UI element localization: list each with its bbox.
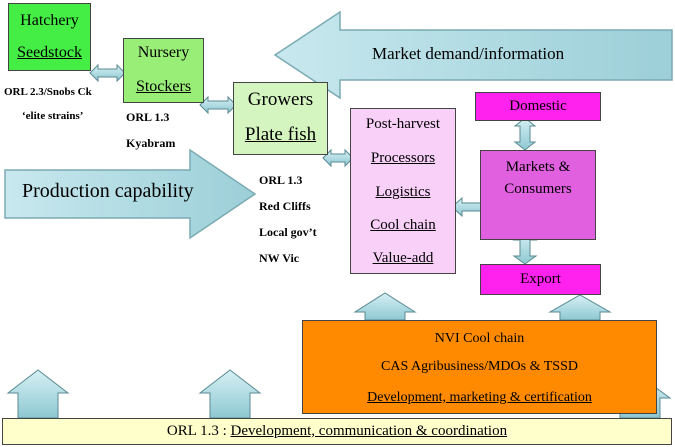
nvi-line1: NVI Cool chain bbox=[434, 331, 525, 346]
markets-line2: Consumers bbox=[504, 181, 572, 197]
growers-plate-fish: Plate fish bbox=[244, 124, 317, 145]
hatchery-nursery-link-icon bbox=[89, 63, 126, 83]
growers-box: Growers Plate fish bbox=[233, 82, 328, 155]
orl-growers-line1: ORL 1.3 bbox=[259, 173, 303, 187]
market-demand-arrow bbox=[273, 10, 673, 100]
domestic-markets-link-icon bbox=[513, 117, 537, 151]
export-box: Export bbox=[480, 264, 601, 295]
production-capability-arrow bbox=[4, 148, 257, 240]
orl-hatchery-line1: ORL 2.3/Snobs Ck bbox=[4, 86, 92, 98]
hatchery-box: Hatchery Seedstock bbox=[8, 3, 91, 71]
footer-text: ORL 1.3 : Development, communication & c… bbox=[3, 423, 671, 440]
footer-prefix: ORL 1.3 : bbox=[166, 423, 231, 439]
market-demand-label: Market demand/information bbox=[372, 44, 565, 63]
nursery-growers-link-icon bbox=[199, 95, 237, 115]
postharvest-box: Post-harvest Processors Logistics Cool c… bbox=[350, 108, 456, 274]
export-label: Export bbox=[520, 271, 561, 287]
nvi-to-postharvest-arrow bbox=[353, 292, 417, 321]
growers-title: Growers bbox=[247, 89, 314, 110]
nursery-title: Nursery bbox=[137, 44, 190, 61]
postharvest-value-add: Value-add bbox=[372, 250, 434, 266]
footer-up-arrow-1 bbox=[6, 369, 70, 419]
footer-up-arrow-2 bbox=[198, 369, 262, 419]
footer-label: Development, communication & coordinatio… bbox=[230, 423, 508, 439]
nvi-to-export-arrow bbox=[548, 294, 612, 321]
domestic-box: Domestic bbox=[475, 92, 601, 121]
nvi-line2: CAS Agribusiness/MDOs & TSSD bbox=[381, 359, 578, 374]
nursery-box: Nursery Stockers bbox=[123, 38, 204, 103]
footer-bar: ORL 1.3 : Development, communication & c… bbox=[2, 418, 672, 445]
hatchery-seedstock: Seedstock bbox=[17, 44, 82, 61]
postharvest-processors: Processors bbox=[370, 150, 436, 166]
domestic-label: Domestic bbox=[509, 98, 567, 114]
orl-nursery-line2: Kyabram bbox=[126, 136, 176, 150]
postharvest-title: Post-harvest bbox=[365, 116, 441, 132]
postharvest-cool-chain: Cool chain bbox=[370, 217, 436, 233]
orl-hatchery-line2: ‘elite strains’ bbox=[22, 110, 84, 122]
postharvest-logistics: Logistics bbox=[375, 184, 431, 200]
markets-consumers-box: Markets & Consumers bbox=[480, 150, 596, 240]
nvi-line3: Development, marketing & certification bbox=[367, 390, 592, 405]
nvi-cool-chain-box: NVI Cool chain CAS Agribusiness/MDOs & T… bbox=[302, 320, 657, 414]
markets-line1: Markets & bbox=[505, 159, 571, 175]
hatchery-title: Hatchery bbox=[20, 12, 79, 29]
orl-nursery-line1: ORL 1.3 bbox=[126, 110, 170, 124]
orl-growers-line4: NW Vic bbox=[259, 251, 300, 265]
nursery-stockers: Stockers bbox=[135, 78, 192, 95]
production-capability-label: Production capability bbox=[22, 180, 194, 202]
orl-growers-line2: Red Cliffs bbox=[259, 199, 311, 213]
orl-growers-line3: Local gov’t bbox=[259, 225, 317, 239]
